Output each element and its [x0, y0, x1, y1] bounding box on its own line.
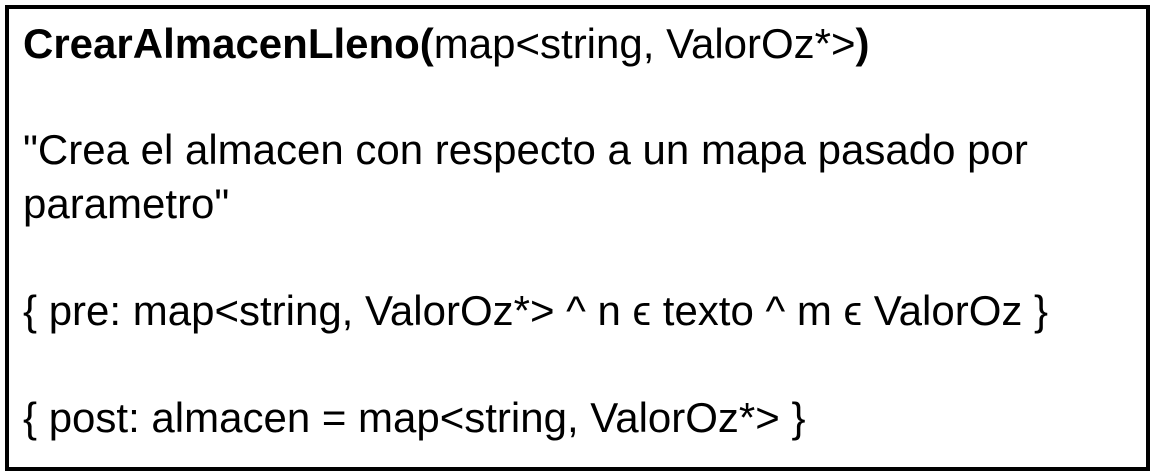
description-line-2: parametro" [23, 180, 230, 227]
function-name: CrearAlmacenLleno( [23, 20, 434, 67]
precondition: { pre: map<string, ValorOz*> ^ n ϵ texto… [23, 287, 1049, 334]
function-signature: CrearAlmacenLleno(map<string, ValorOz*>) [23, 17, 870, 71]
function-spec-box: CrearAlmacenLleno(map<string, ValorOz*>)… [5, 5, 1150, 471]
description-line-1: "Crea el almacen con respecto a un mapa … [23, 126, 1028, 173]
postcondition: { post: almacen = map<string, ValorOz*> … [23, 394, 806, 441]
function-parameter: map<string, ValorOz*> [433, 20, 856, 67]
function-close-paren: ) [855, 20, 870, 67]
